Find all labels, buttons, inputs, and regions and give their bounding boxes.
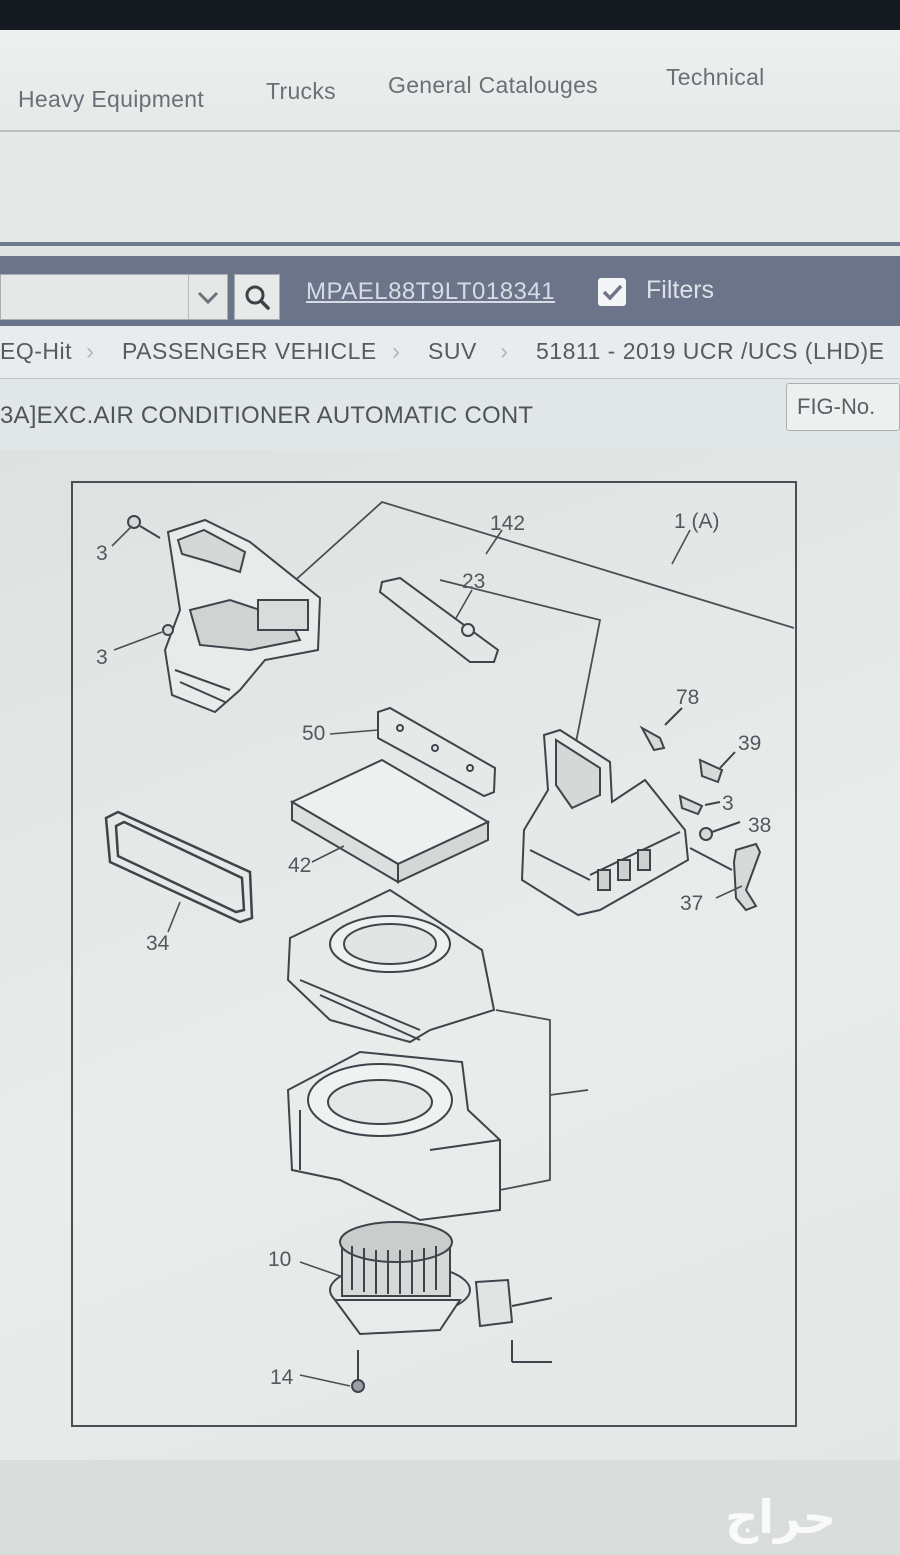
callout-14: 14	[270, 1366, 294, 1389]
search-icon	[235, 285, 279, 323]
exploded-view-drawing: 3 3 142 1 (A) 23 78 50 39 3 38 42 37 34 …	[71, 481, 797, 1427]
breadcrumb-model[interactable]: 51811 - 2019 UCR /UCS (LHD)E	[536, 338, 885, 364]
catalog-select[interactable]	[0, 274, 228, 320]
page-title: 3A]EXC.AIR CONDITIONER AUTOMATIC CONT	[0, 402, 534, 429]
callout-10: 10	[268, 1248, 291, 1271]
parts-diagram: 3 3 142 1 (A) 23 78 50 39 3 38 42 37 34 …	[0, 450, 900, 1460]
callout-142: 142	[490, 512, 525, 535]
part-air-filter	[289, 758, 491, 884]
callout-34: 34	[146, 932, 170, 955]
nav-technical[interactable]: Technical	[666, 64, 765, 90]
checkmark-icon	[602, 284, 623, 301]
callout-3-upper: 3	[96, 542, 108, 565]
chevron-right-icon: ›	[86, 338, 94, 365]
callout-1a: 1 (A)	[674, 510, 720, 533]
chevron-down-icon	[188, 275, 227, 319]
part-screw	[127, 515, 174, 636]
fig-no-button[interactable]: FIG-No.	[786, 383, 900, 431]
callout-42: 42	[288, 854, 311, 877]
part-filter-plate	[377, 706, 497, 798]
nav-general-catalogues[interactable]: General Catalouges	[388, 72, 598, 98]
part-case-assembly	[520, 728, 690, 917]
chevron-right-icon: ›	[500, 338, 508, 365]
callout-3-right: 3	[722, 792, 734, 815]
part-resistor	[351, 1278, 553, 1393]
search-button[interactable]	[234, 274, 280, 320]
breadcrumb-passenger-vehicle[interactable]: PASSENGER VEHICLE	[122, 338, 377, 364]
filters-checkbox[interactable]	[598, 278, 626, 306]
breadcrumb-eq-hit[interactable]: EQ-Hit	[0, 338, 72, 364]
part-bracket	[378, 576, 500, 663]
nav-heavy-equipment[interactable]: Heavy Equipment	[18, 86, 205, 112]
callout-78: 78	[676, 686, 699, 709]
part-blower-motor	[329, 1221, 471, 1336]
vin-link[interactable]: MPAEL88T9LT018341	[306, 278, 556, 305]
callout-39: 39	[738, 732, 761, 755]
part-hardware	[639, 707, 762, 912]
assembly-bracket-line	[439, 579, 602, 743]
chevron-right-icon: ›	[392, 338, 400, 365]
part-gasket	[104, 810, 254, 924]
sub-header-band	[0, 132, 900, 246]
top-nav: Heavy Equipment Trucks General Catalouge…	[0, 30, 900, 132]
monitor-bezel	[0, 0, 900, 30]
part-duct-housing	[163, 518, 322, 714]
diagram-frame	[71, 481, 797, 1427]
nav-trucks[interactable]: Trucks	[266, 78, 336, 104]
filters-label[interactable]: Filters	[646, 276, 715, 304]
assembly-bracket-line	[495, 1009, 551, 1191]
assembly-bracket-line	[549, 1089, 589, 1096]
callout-38: 38	[748, 814, 771, 837]
breadcrumb-suv[interactable]: SUV	[428, 338, 477, 364]
title-bar: 3A]EXC.AIR CONDITIONER AUTOMATIC CONT FI…	[0, 380, 900, 450]
part-blower-lower-case	[286, 1050, 501, 1222]
search-toolbar: MPAEL88T9LT018341 Filters	[0, 256, 900, 326]
assembly-bracket-line	[289, 500, 795, 629]
callout-3-lower: 3	[96, 646, 108, 669]
callout-50: 50	[302, 722, 325, 745]
callout-leader-lines	[111, 525, 743, 1387]
haraj-watermark-logo: حراج	[725, 1490, 836, 1544]
breadcrumb: EQ-Hit › PASSENGER VEHICLE › SUV › 51811…	[0, 326, 900, 379]
callout-37: 37	[680, 892, 703, 915]
part-blower-upper-case	[286, 888, 496, 1044]
callout-23: 23	[462, 570, 485, 593]
page-footer-area	[0, 1460, 900, 1555]
